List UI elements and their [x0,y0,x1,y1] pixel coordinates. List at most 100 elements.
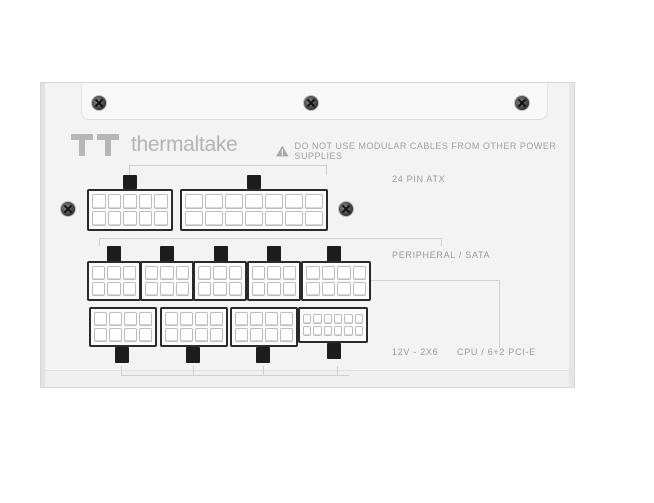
peripheral-socket-1[interactable] [87,261,141,301]
peripheral-socket-5[interactable] [301,261,371,301]
pin [195,328,208,342]
screw-icon [91,95,107,111]
pin [352,282,366,296]
pin [280,328,293,342]
pin [145,266,159,280]
pin [198,266,212,280]
peripheral-bracket-line [441,238,442,246]
pin [185,211,203,226]
connector-latch [327,246,341,262]
pin [337,266,351,280]
pin [165,328,178,342]
pin [175,282,189,296]
pin [160,266,174,280]
pcie-12v-2x6-socket[interactable] [298,307,368,343]
pin [235,312,248,326]
tt-logo-icon [71,134,119,156]
pcie12-bracket-line [121,375,349,376]
pin [354,326,363,336]
pin [313,326,322,336]
pin [94,312,107,326]
connector-latch [256,347,270,363]
pin [107,194,122,209]
pin [160,282,174,296]
pin [180,312,193,326]
peripheral-socket-3[interactable] [193,261,247,301]
pin [285,194,303,209]
peripheral-socket-2[interactable] [140,261,194,301]
pin [265,312,278,326]
cpu-pcie-socket-2[interactable] [160,307,228,347]
warning-text: DO NOT USE MODULAR CABLES FROM OTHER POW… [294,141,557,161]
pin [198,282,212,296]
pin [265,211,283,226]
atx-10pin-socket[interactable] [87,189,173,231]
pin [305,194,323,209]
pin [213,282,227,296]
pin [92,211,106,226]
peripheral-bracket-line [99,238,441,239]
connector-latch [115,347,129,363]
connector-latch [123,175,137,189]
pin [352,266,366,280]
pin [337,282,351,296]
pin [122,266,136,280]
pcie12-bracket-line [263,366,264,375]
pin [124,328,137,342]
pin [154,211,168,226]
pin [252,282,266,296]
pin [267,282,281,296]
peripheral-socket-4[interactable] [247,261,301,301]
connector-latch [247,175,261,189]
cpu-pcie-socket-3[interactable] [230,307,298,347]
connector-latch [186,347,200,363]
peripheral-bracket-line [99,238,100,246]
pin [280,312,293,326]
pin [321,282,335,296]
connector-latch [214,246,228,262]
warning-notice: DO NOT USE MODULAR CABLES FROM OTHER POW… [276,141,574,161]
pin [228,266,242,280]
atx-bracket-line [129,165,130,175]
pin [265,194,283,209]
pin [107,266,121,280]
pin [305,211,323,226]
pin [139,328,152,342]
bottom-edge [45,370,569,387]
pin [282,266,296,280]
atx-14pin-socket[interactable] [180,189,328,231]
pin [175,266,189,280]
pin [267,266,281,280]
pin [228,282,242,296]
pin [235,328,248,342]
pin [321,266,335,280]
pin [303,314,312,324]
pin [333,314,343,324]
pin [344,326,353,336]
pin [252,266,266,280]
pin [92,266,106,280]
pin [245,211,263,226]
peripheral-label: PERIPHERAL / SATA [392,250,491,260]
atx-label: 24 PIN ATX [392,174,446,184]
pin [165,312,178,326]
pin [205,194,223,209]
pin [123,194,137,209]
pin [313,314,322,324]
pin [213,266,227,280]
cpu-pcie-socket-1[interactable] [89,307,157,347]
pin [145,282,159,296]
pin [282,282,296,296]
pin [323,326,332,336]
pin [139,312,152,326]
screw-icon [60,201,76,217]
pin [354,314,363,324]
pin [92,194,106,209]
pin [195,312,208,326]
cpu-bracket-line [499,280,500,348]
screw-icon [514,95,530,111]
pin [107,282,121,296]
pin [225,211,243,226]
pin [210,312,223,326]
pin [225,194,243,209]
